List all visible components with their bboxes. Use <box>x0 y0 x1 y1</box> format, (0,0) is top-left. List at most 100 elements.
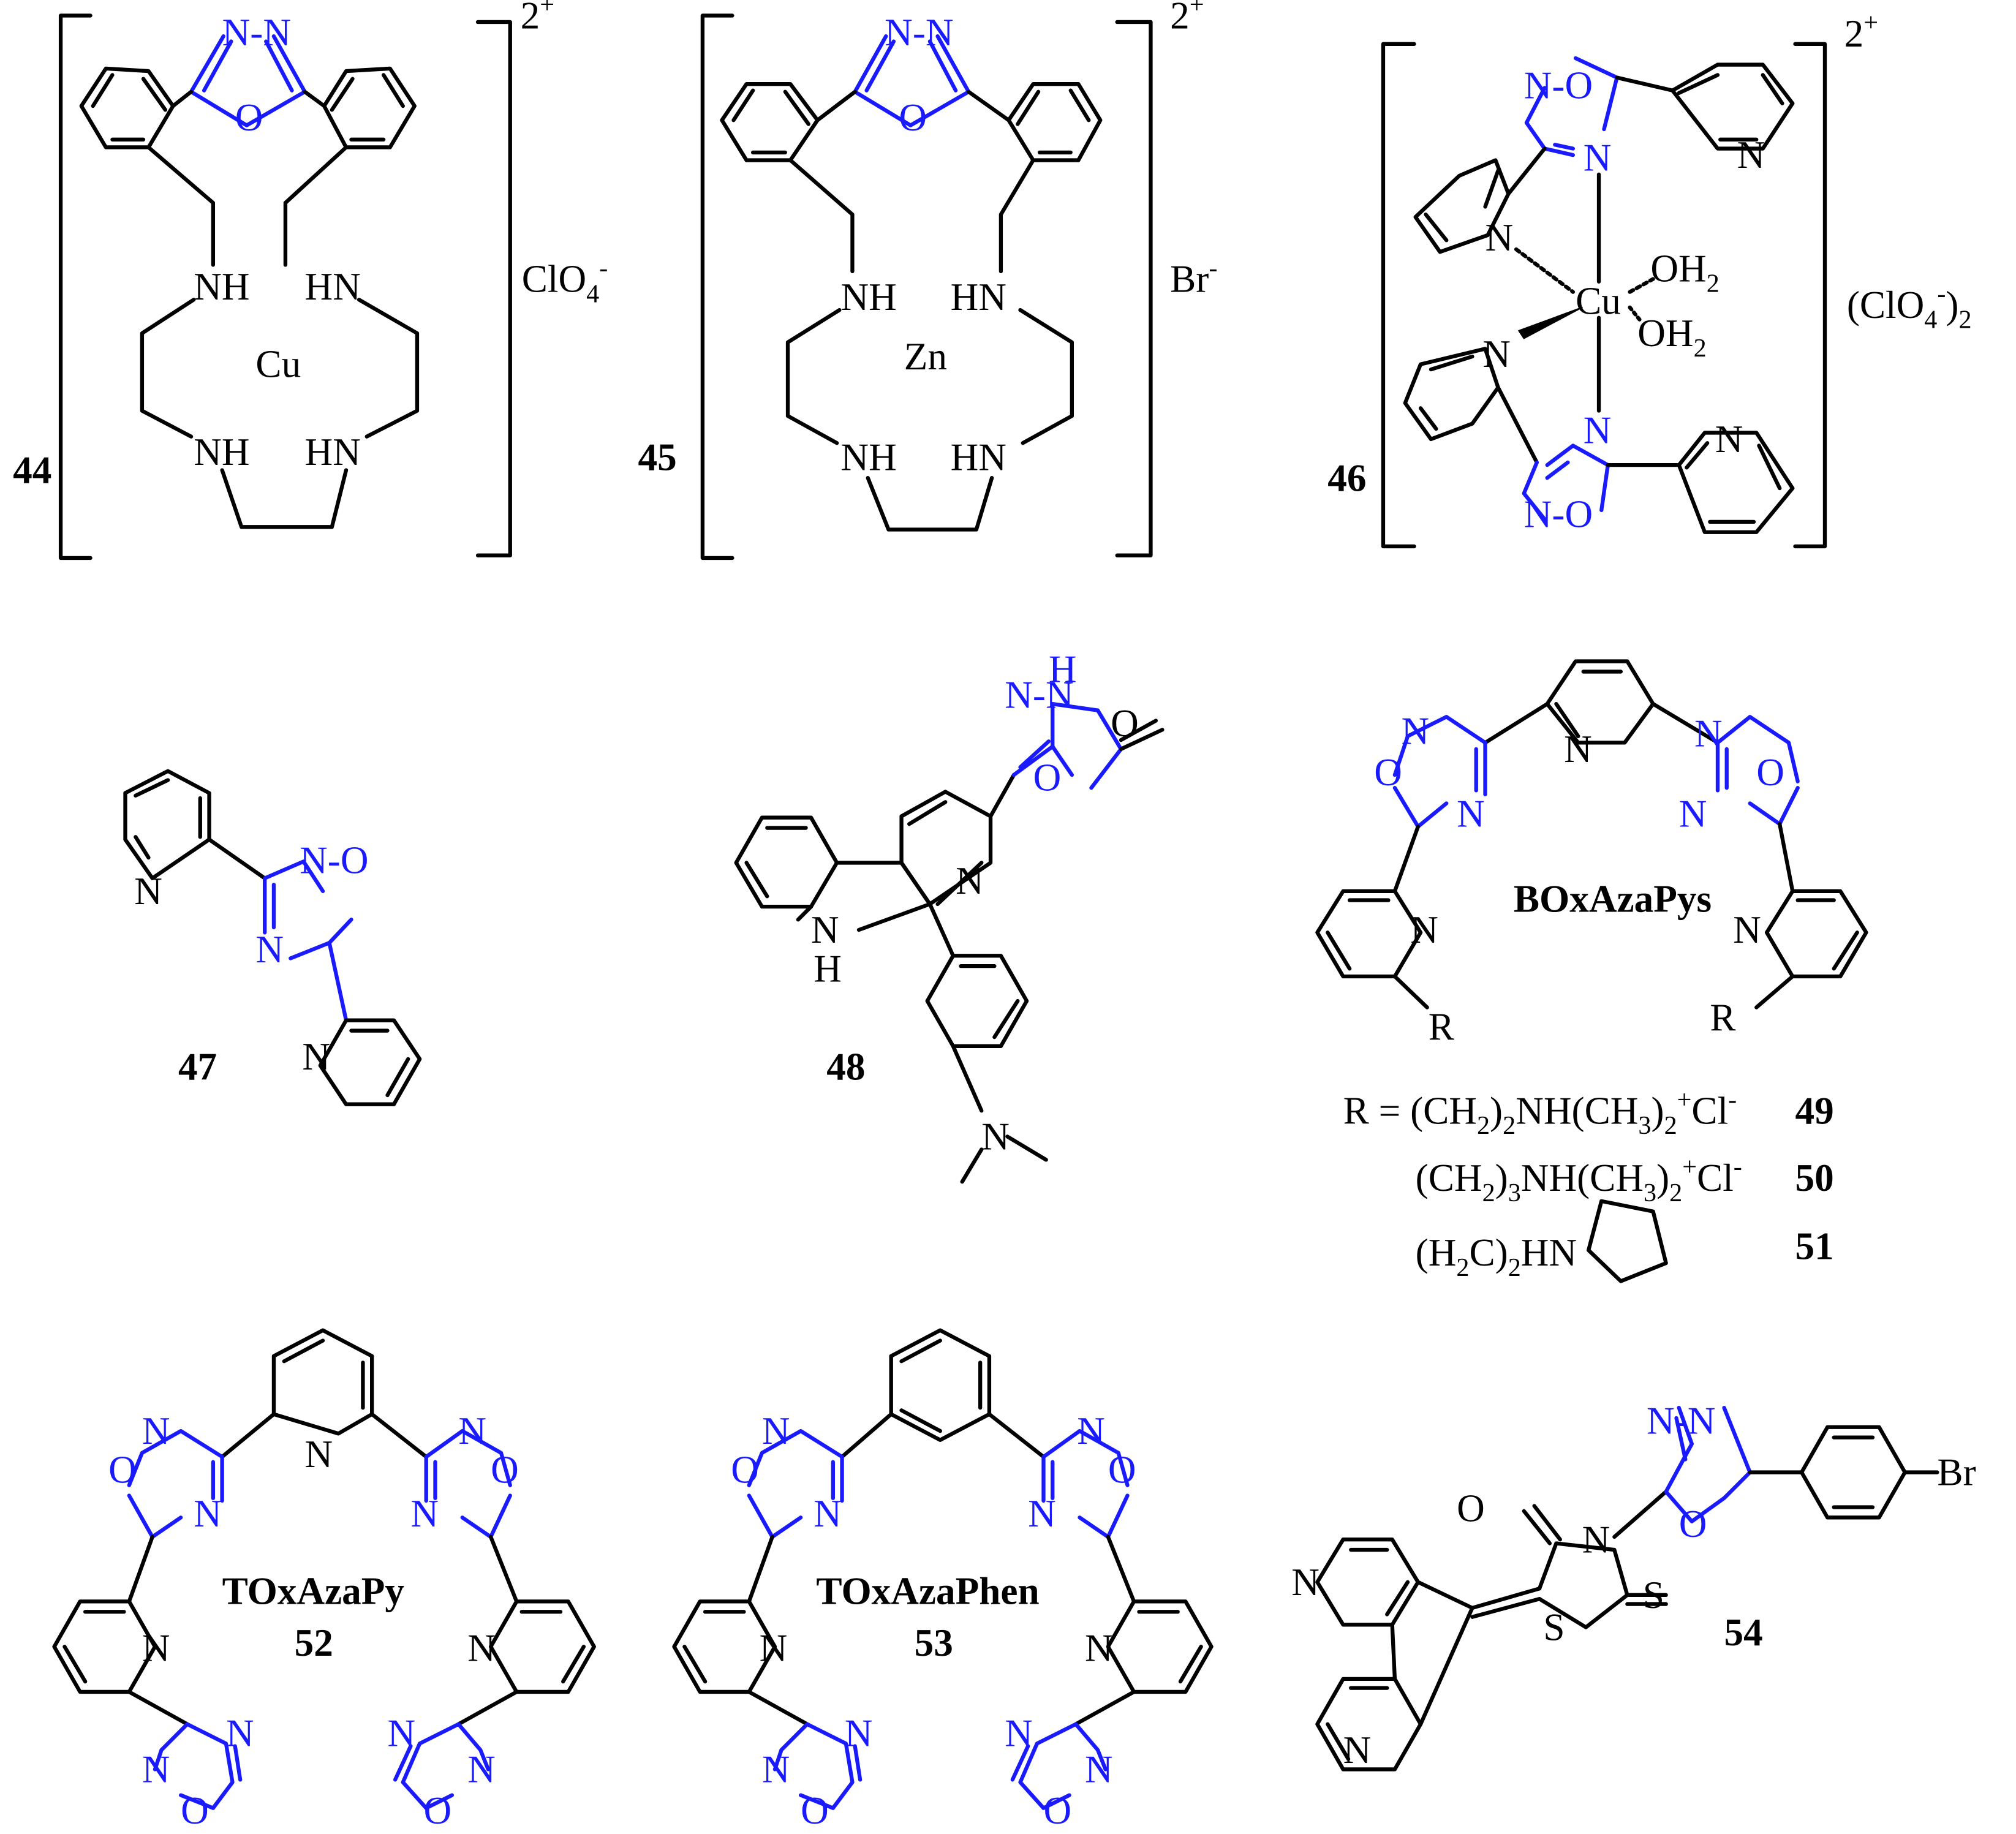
labels-52: N N O N N O N N N N N O N N O TOxAzaPy 5… <box>108 1409 519 1832</box>
bromo: Br <box>1937 1451 1976 1494</box>
charge: 2 <box>521 0 540 37</box>
compound-name: BOxAzaPys <box>1514 878 1712 921</box>
ring-atom: N <box>387 1712 415 1755</box>
labels-53: N O N N O N N N N N O N N O TOxAzaPhen 5… <box>731 1409 1136 1832</box>
ring-atom: N <box>926 11 954 54</box>
ring-atom: N <box>226 1712 254 1755</box>
ring-atom: O <box>1108 1448 1136 1491</box>
compound-number: 50 <box>1795 1157 1833 1199</box>
ring-atom: S <box>1543 1606 1565 1649</box>
water-ligand: OH <box>1650 247 1706 290</box>
compound-number: 44 <box>13 449 51 492</box>
metal-label: Cu <box>255 343 301 386</box>
svg-text:N-N: N-N <box>1647 1399 1715 1442</box>
compound-number: 46 <box>1327 456 1366 499</box>
ring-atom: N <box>1584 136 1612 179</box>
ring-atom: N <box>1482 333 1511 375</box>
charge: 2 <box>1170 0 1190 37</box>
compound-number: 51 <box>1795 1225 1833 1268</box>
svg-text:OH2: OH2 <box>1637 312 1706 363</box>
amine-label: HN <box>305 431 361 474</box>
ring-atom: O <box>1756 751 1784 794</box>
compound-number: 45 <box>638 436 676 479</box>
compound-name: TOxAzaPhen <box>816 1570 1039 1613</box>
ring-atom: N <box>142 1409 170 1452</box>
r-line-51: (H2C)2HN <box>1416 1231 1577 1282</box>
svg-text:2+: 2+ <box>1844 9 1878 55</box>
amine-label: NH <box>194 431 249 474</box>
ring-atom: O <box>424 1789 452 1832</box>
amine-label: NH <box>194 265 249 308</box>
ring-atom-h: H <box>1049 647 1077 690</box>
water-sub: 2 <box>1707 270 1720 298</box>
compound-52 <box>52 1328 596 1810</box>
amine-label: NH <box>840 436 896 479</box>
labels-boxazapys: N N O N N O N N N R R BOxAzaPys R = (CH2… <box>1343 709 1834 1282</box>
ring-atom: N <box>885 11 913 54</box>
svg-text:N-O: N-O <box>1524 492 1593 535</box>
counter-close: ) <box>1946 284 1958 326</box>
ring-atom: N <box>263 11 291 54</box>
ring-atom: N <box>255 928 284 971</box>
ring-atom: O <box>1565 492 1593 535</box>
amine-label: HN <box>305 265 361 308</box>
ring-atom: N <box>1733 908 1761 951</box>
labels-54: N-N O O N S S Br N N N 54 <box>1291 1399 1976 1772</box>
compound-boxazapys <box>1315 659 1868 1283</box>
ring-atom: O <box>1679 1503 1707 1545</box>
ring-atom: N <box>134 870 162 913</box>
charge-sign: + <box>1863 9 1878 37</box>
ring-atom: N <box>1085 1626 1113 1669</box>
svg-text:N-N: N-N <box>222 11 291 54</box>
labels-44: N-N O NH HN NH HN Cu 2+ ClO4- 44 <box>13 0 608 492</box>
counter-sup: - <box>1209 254 1217 282</box>
ring-atom: N <box>1005 1712 1033 1755</box>
ring-atom: O <box>235 96 263 139</box>
counter-sup: - <box>599 254 608 282</box>
ring-atom: N <box>467 1626 496 1669</box>
compound-number: 54 <box>1724 1611 1763 1654</box>
ring-atom: N <box>1343 1729 1372 1772</box>
counter-ion: Br <box>1170 258 1209 301</box>
ring-atom: O <box>731 1448 759 1491</box>
ring-atom: N <box>1524 492 1552 535</box>
ring-atom: N <box>194 1492 222 1535</box>
charge-sign: + <box>1190 0 1204 19</box>
ring-atom: N <box>762 1409 790 1452</box>
ring-atom: O <box>1043 1789 1071 1832</box>
svg-text:2+: 2+ <box>1170 0 1204 37</box>
compound-48 <box>734 701 1165 1184</box>
ring-atom: N <box>1688 1399 1716 1442</box>
ring-atom: N <box>300 839 328 881</box>
water-sub: 2 <box>1694 334 1707 363</box>
compound-44 <box>58 13 512 560</box>
counter-sub: 4 <box>586 279 599 308</box>
ring-atom: O <box>491 1448 519 1491</box>
counter-ion: (ClO <box>1847 284 1924 326</box>
counter-ion: ClO <box>522 258 586 301</box>
ring-atom: N <box>1028 1492 1056 1535</box>
ring-atom: N <box>1085 1748 1113 1791</box>
ring-atom: N <box>1647 1399 1675 1442</box>
ring-atom: N <box>981 1115 1010 1158</box>
ring-atom: O <box>341 839 369 881</box>
ring-atom: N <box>1737 134 1765 176</box>
ring-atom: N <box>1679 792 1707 835</box>
ring-atom: N <box>1046 673 1074 716</box>
ring-atom: N <box>956 859 984 902</box>
ring-atom: N <box>762 1748 790 1791</box>
ring-atom: O <box>801 1789 829 1832</box>
counter-sub: 4 <box>1924 306 1937 334</box>
labels-48: H N-N O O N N H N 48 <box>811 647 1139 1158</box>
ring-atom: N <box>1410 908 1438 951</box>
counter-mult: 2 <box>1958 306 1971 334</box>
ring-atom: N <box>305 1433 333 1476</box>
ring-atom-h: H <box>814 947 842 990</box>
amine-label: NH <box>840 276 896 319</box>
ring-atom: O <box>181 1789 209 1832</box>
amine-label: HN <box>951 276 1006 319</box>
r-line-50: (CH2)3NH(CH3)2+Cl- <box>1416 1153 1742 1207</box>
thione-s: S <box>1643 1574 1664 1617</box>
svg-text:N-O: N-O <box>1524 64 1593 107</box>
